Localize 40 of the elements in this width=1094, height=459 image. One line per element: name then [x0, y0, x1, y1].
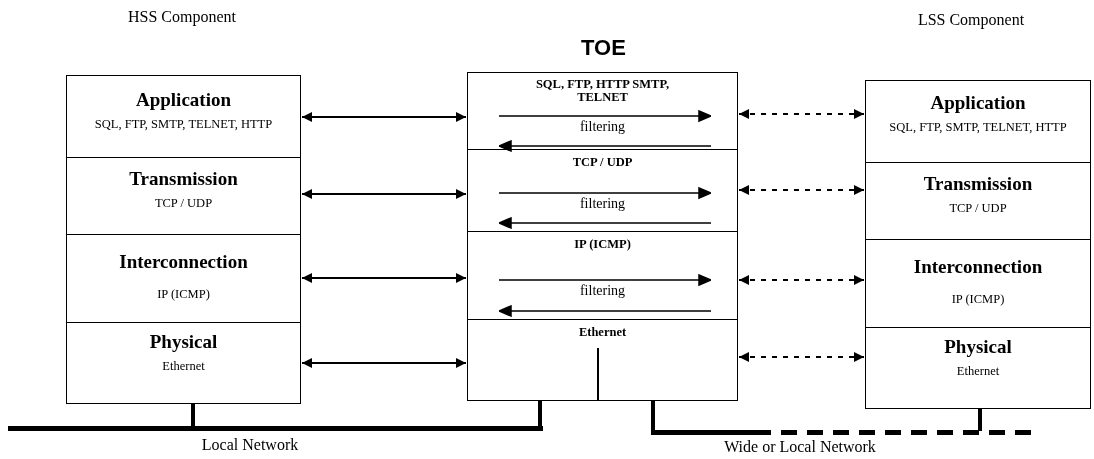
protocol-text: TCP / UDP	[154, 196, 213, 211]
connector-line	[978, 409, 982, 431]
connector-line	[538, 401, 542, 427]
connector-line	[191, 404, 195, 427]
protocol-text: TCP / UDP	[949, 201, 1007, 216]
protocol-text: Ethernet	[956, 364, 1000, 379]
arrow	[301, 112, 467, 122]
layer-title: Transmission	[923, 173, 1033, 195]
filtering-text: filtering	[578, 196, 627, 212]
protocol-text: IP (ICMP)	[157, 287, 210, 302]
protocol-text: SQL, FTP, SMTP, TELNET, HTTP	[94, 117, 273, 132]
component-heading: LSS Component	[916, 11, 1026, 29]
component-heading: HSS Component	[127, 8, 237, 26]
protocol-text: SQL, FTP, HTTP SMTP, TELNET	[534, 78, 671, 104]
arrow	[301, 358, 467, 368]
protocol-text: Ethernet	[577, 326, 628, 339]
arrow	[301, 273, 467, 283]
protocol-text: IP (ICMP)	[573, 238, 632, 251]
layer-title: Interconnection	[119, 251, 248, 273]
layer-title: Interconnection	[913, 256, 1043, 278]
connector-line	[651, 401, 655, 431]
layer-title: Transmission	[129, 168, 238, 190]
protocol-text: IP (ICMP)	[951, 292, 1005, 307]
network-label: Wide or Local Network	[723, 438, 877, 456]
filtering-text: filtering	[578, 119, 627, 135]
arrow	[738, 109, 865, 119]
network-label: Local Network	[200, 436, 300, 454]
protocol-text: SQL, FTP, SMTP, TELNET, HTTP	[889, 120, 1067, 135]
layer-title: Application	[136, 89, 231, 111]
layer-title: Physical	[149, 331, 218, 353]
layer-title: Physical	[944, 336, 1012, 358]
arrow	[738, 352, 865, 362]
arrow	[738, 275, 865, 285]
layer-title: Application	[930, 92, 1026, 114]
filtering-text: filtering	[578, 283, 627, 299]
component-heading: TOE	[580, 35, 627, 61]
arrow	[738, 185, 865, 195]
protocol-text: TCP / UDP	[571, 156, 634, 169]
arrow	[301, 189, 467, 199]
protocol-text: Ethernet	[162, 359, 205, 374]
